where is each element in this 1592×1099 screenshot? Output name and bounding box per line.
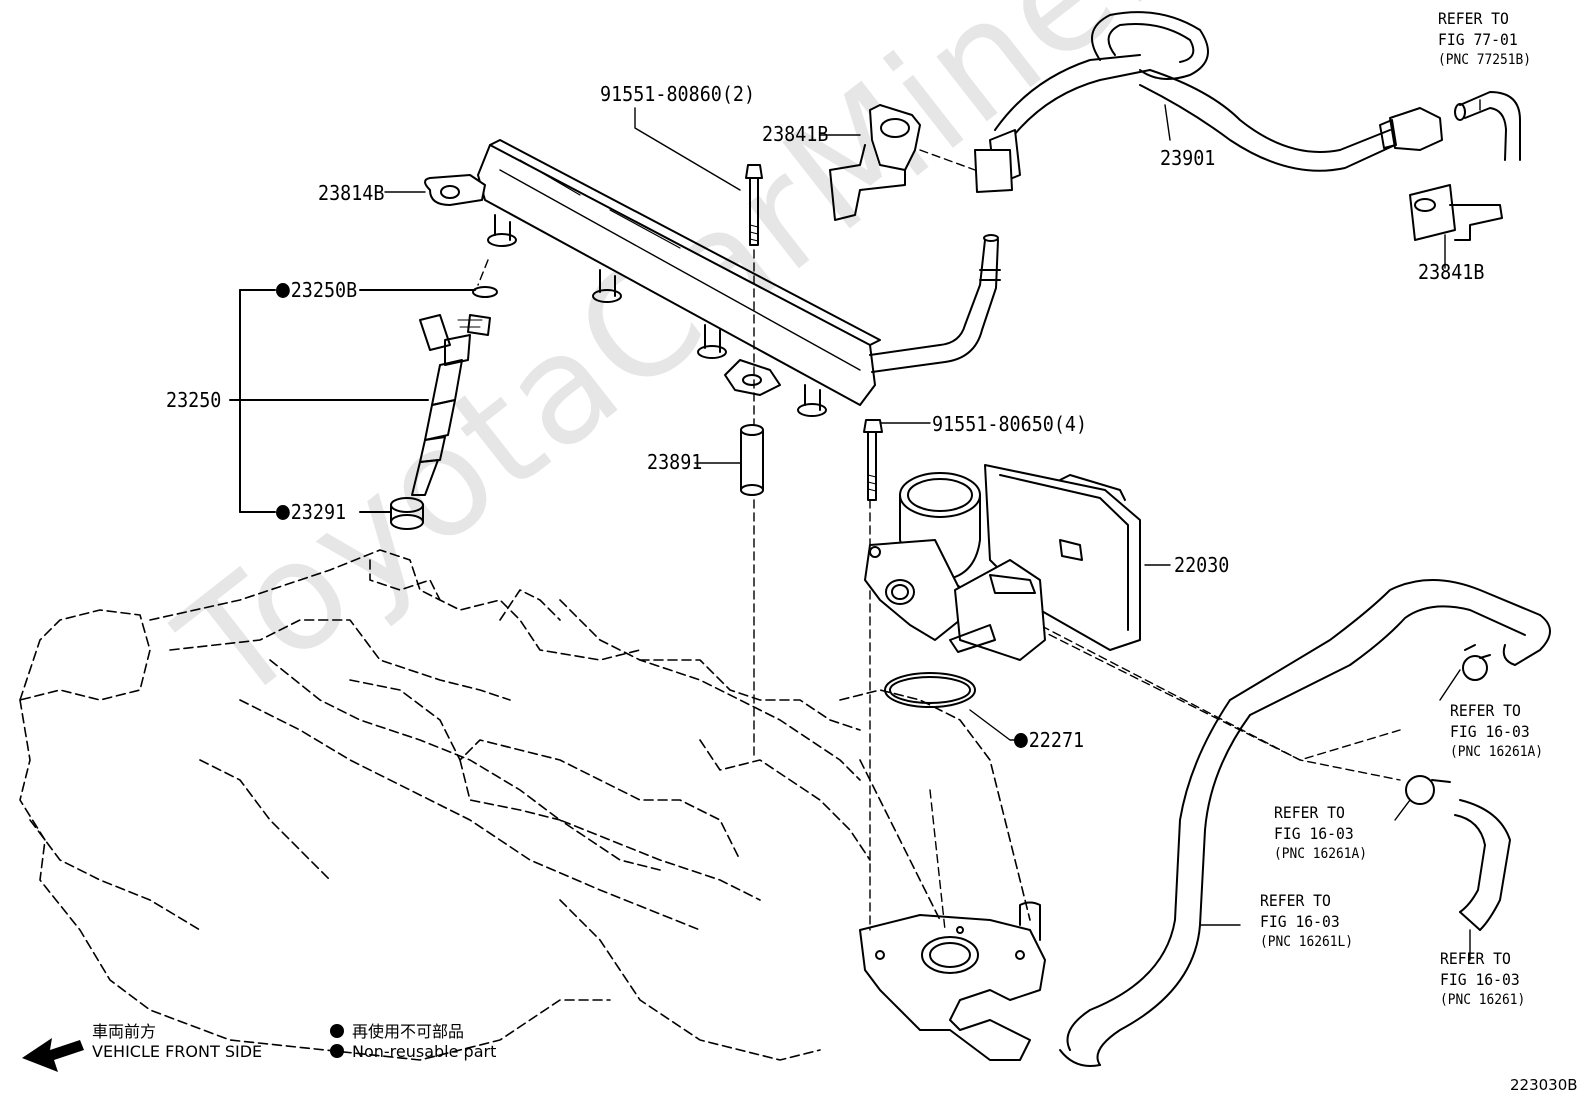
- bolt-91551-80650: [863, 419, 883, 501]
- insulator-23291: [390, 497, 424, 530]
- gasket-22271: [884, 672, 976, 708]
- legend-front-jp: 車両前方: [92, 1022, 157, 1041]
- legend-nonreuse-jp: 再使用不可部品: [352, 1022, 465, 1041]
- injector-bracket: [229, 289, 476, 513]
- non-reusable-dot-icon: [330, 1024, 344, 1038]
- throttle-body-22030: [864, 464, 1141, 661]
- part-label-22030: 22030: [1174, 553, 1230, 577]
- legend-front-side: 車両前方 VEHICLE FRONT SIDE: [92, 1022, 262, 1062]
- part-label-23841B-top: 23841B: [762, 122, 829, 146]
- figure-id: 223030B: [1510, 1076, 1578, 1094]
- legend-nonreuse-en: Non-reusable part: [352, 1042, 497, 1061]
- non-reusable-dot-icon: [276, 283, 290, 298]
- engine-block-outline: [19, 549, 1031, 1061]
- hose-ref-77-01: [1454, 91, 1521, 161]
- non-reusable-dot-icon: [276, 505, 290, 520]
- part-label-23250: 23250: [166, 388, 222, 412]
- non-reusable-dot-icon: [1014, 733, 1028, 748]
- legend-non-reusable: 再使用不可部品 Non-reusable part: [330, 1022, 496, 1062]
- part-label-23891: 23891: [647, 450, 703, 474]
- part-label-23814B: 23814B: [318, 181, 385, 205]
- spacer-23891: [740, 424, 764, 496]
- leader-lines: [384, 99, 1481, 961]
- fuel-injector-23250: [411, 286, 498, 496]
- clip-23841B-top: [829, 104, 921, 221]
- part-label-23250B: 23250B: [276, 280, 357, 300]
- part-label-23901: 23901: [1160, 146, 1216, 170]
- legend-front-en: VEHICLE FRONT SIDE: [92, 1042, 263, 1061]
- part-label-23841B-right: 23841B: [1418, 260, 1485, 284]
- front-arrow-icon: [22, 1038, 84, 1072]
- part-label-91551-80860: 91551-80860(2): [600, 82, 756, 106]
- part-label-22271: 22271: [1014, 730, 1084, 750]
- non-reusable-dot-icon: [330, 1044, 344, 1058]
- intake-elbow: [859, 901, 1046, 1061]
- clip-23841B-right: [1409, 184, 1503, 241]
- part-label-23291: 23291: [276, 502, 346, 522]
- fuel-delivery-pipe: [424, 139, 1001, 417]
- coolant-hoses: [1059, 579, 1551, 1067]
- part-label-91551-80650: 91551-80650(4): [932, 412, 1088, 436]
- fuel-hose-23901: [974, 11, 1443, 193]
- bolt-91551-80860: [745, 164, 763, 246]
